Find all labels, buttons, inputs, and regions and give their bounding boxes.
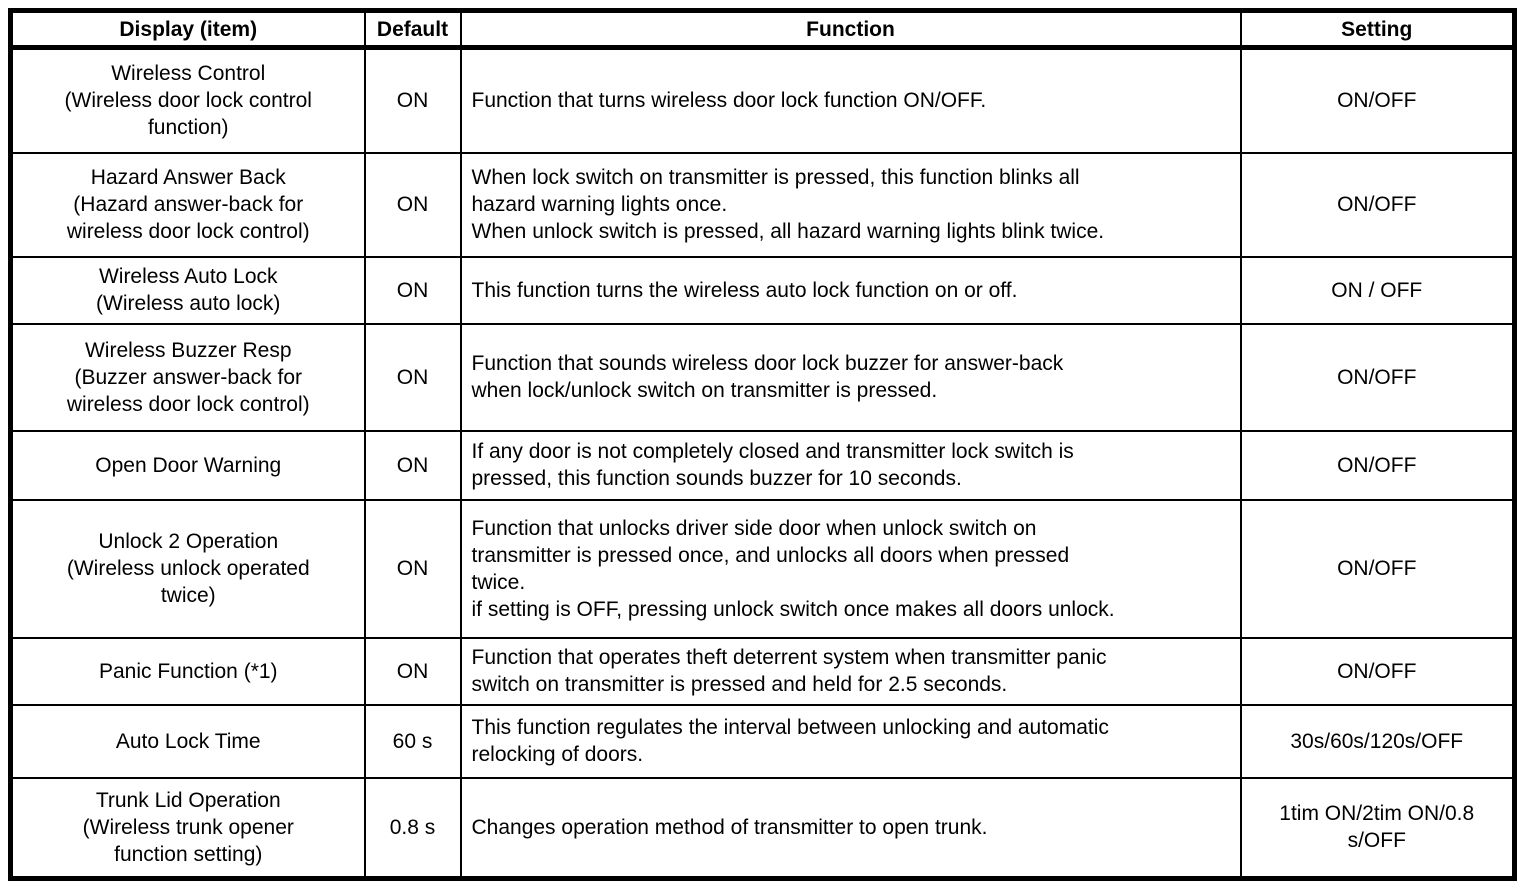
table-row-wireless-auto-lock: Wireless Auto Lock (Wireless auto lock) … bbox=[9, 255, 1516, 325]
display-item-cell: Auto Lock Time bbox=[9, 703, 366, 779]
default-cell: ON bbox=[363, 429, 462, 501]
header-row: Display (item) Default Function Setting bbox=[9, 9, 1516, 50]
default-cell: ON bbox=[363, 151, 462, 258]
column-header-setting: Setting bbox=[1239, 9, 1516, 50]
default-cell: ON bbox=[363, 46, 462, 154]
column-header-default: Default bbox=[363, 9, 462, 50]
display-item-cell: Open Door Warning bbox=[9, 429, 366, 501]
display-item-cell: Wireless Buzzer Resp (Buzzer answer-back… bbox=[9, 322, 366, 432]
table-row-wireless-control: Wireless Control (Wireless door lock con… bbox=[9, 46, 1516, 154]
table-row-auto-lock-time: Auto Lock Time 60 s This function regula… bbox=[9, 703, 1516, 779]
display-item-cell: Unlock 2 Operation (Wireless unlock oper… bbox=[9, 498, 366, 639]
function-cell: When lock switch on transmitter is press… bbox=[459, 151, 1242, 258]
column-header-display-item: Display (item) bbox=[9, 9, 366, 50]
display-item-cell: Panic Function (*1) bbox=[9, 636, 366, 706]
table-row-hazard-answer-back: Hazard Answer Back (Hazard answer-back f… bbox=[9, 151, 1516, 258]
function-cell: If any door is not completely closed and… bbox=[459, 429, 1242, 501]
function-cell: Changes operation method of transmitter … bbox=[459, 776, 1242, 880]
setting-cell: ON/OFF bbox=[1239, 636, 1516, 706]
setting-cell: ON / OFF bbox=[1239, 255, 1516, 325]
wireless-door-lock-settings-table: Display (item) Default Function Setting … bbox=[8, 8, 1517, 881]
function-cell: Function that sounds wireless door lock … bbox=[459, 322, 1242, 432]
display-item-cell: Hazard Answer Back (Hazard answer-back f… bbox=[9, 151, 366, 258]
table-row-trunk-lid-operation: Trunk Lid Operation (Wireless trunk open… bbox=[9, 776, 1516, 880]
setting-cell: ON/OFF bbox=[1239, 46, 1516, 154]
table-row-unlock-2-operation: Unlock 2 Operation (Wireless unlock oper… bbox=[9, 498, 1516, 639]
setting-cell: 30s/60s/120s/OFF bbox=[1239, 703, 1516, 779]
default-cell: ON bbox=[363, 636, 462, 706]
setting-cell: ON/OFF bbox=[1239, 498, 1516, 639]
default-cell: ON bbox=[363, 322, 462, 432]
table-row-wireless-buzzer-resp: Wireless Buzzer Resp (Buzzer answer-back… bbox=[9, 322, 1516, 432]
setting-cell: ON/OFF bbox=[1239, 151, 1516, 258]
function-cell: This function regulates the interval bet… bbox=[459, 703, 1242, 779]
display-item-cell: Trunk Lid Operation (Wireless trunk open… bbox=[9, 776, 366, 880]
table-row-panic-function: Panic Function (*1) ON Function that ope… bbox=[9, 636, 1516, 706]
default-cell: ON bbox=[363, 255, 462, 325]
function-cell: Function that turns wireless door lock f… bbox=[459, 46, 1242, 154]
display-item-cell: Wireless Auto Lock (Wireless auto lock) bbox=[9, 255, 366, 325]
default-cell: 60 s bbox=[363, 703, 462, 779]
table-row-open-door-warning: Open Door Warning ON If any door is not … bbox=[9, 429, 1516, 501]
function-cell: Function that operates theft deterrent s… bbox=[459, 636, 1242, 706]
column-header-function: Function bbox=[459, 9, 1242, 50]
setting-cell: ON/OFF bbox=[1239, 429, 1516, 501]
default-cell: ON bbox=[363, 498, 462, 639]
setting-cell: ON/OFF bbox=[1239, 322, 1516, 432]
default-cell: 0.8 s bbox=[363, 776, 462, 880]
display-item-cell: Wireless Control (Wireless door lock con… bbox=[9, 46, 366, 154]
setting-cell: 1tim ON/2tim ON/0.8 s/OFF bbox=[1239, 776, 1516, 880]
function-cell: Function that unlocks driver side door w… bbox=[459, 498, 1242, 639]
function-cell: This function turns the wireless auto lo… bbox=[459, 255, 1242, 325]
